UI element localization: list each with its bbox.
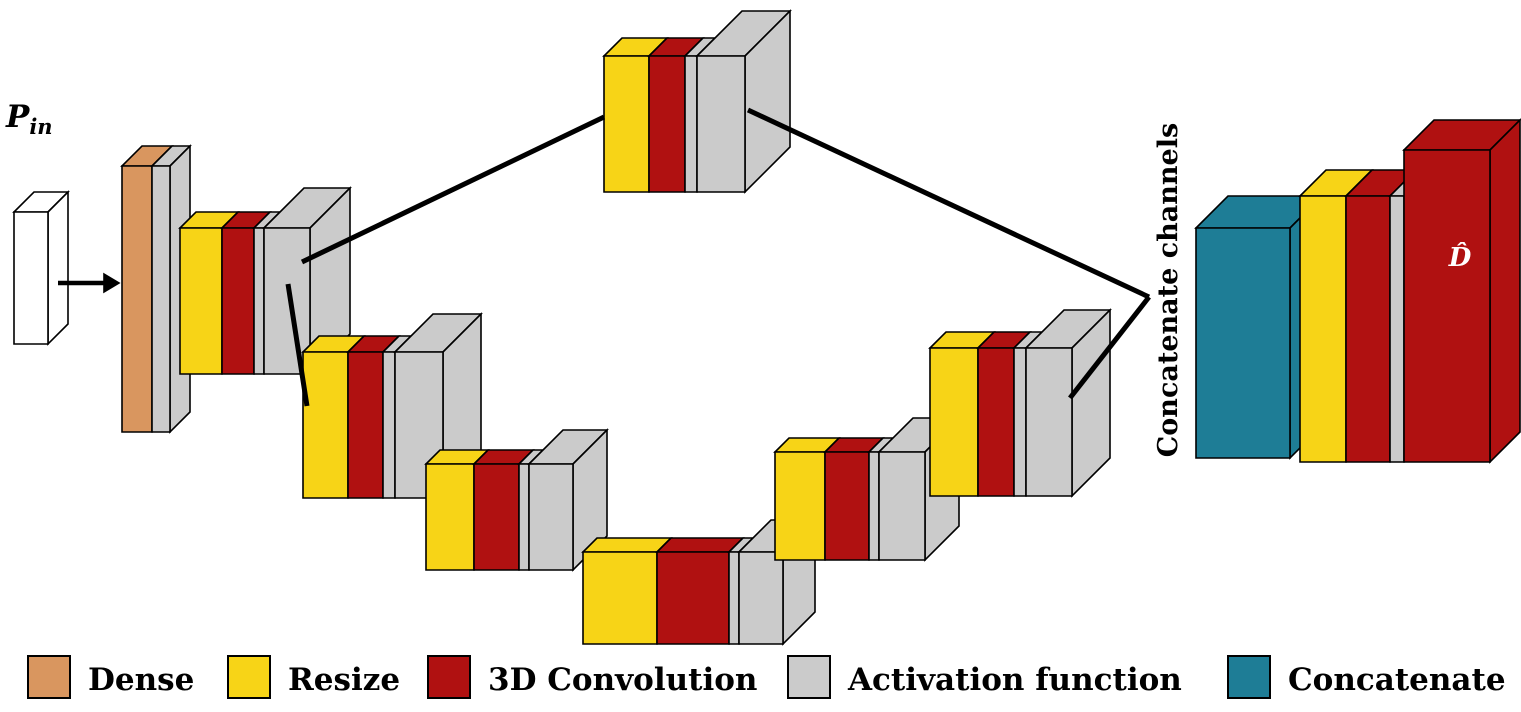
input-slab: [12, 190, 70, 346]
output-block-activation-front-face: [1389, 195, 1405, 463]
dec-block-2-activation-front-face: [1013, 347, 1027, 497]
bottleneck-block-resize-top-face: [581, 537, 673, 553]
output-block-conv3d-front-face: [1345, 195, 1391, 463]
legend-item-concatenate: Concatenate: [1227, 655, 1506, 699]
legend-swatch-dense: [27, 655, 71, 699]
dec-block-3-activation-front-face: [868, 451, 880, 561]
legend-swatch-conv3d: [427, 655, 471, 699]
connection-enc1-to-skip: [300, 114, 606, 265]
skip-block-top-activation-front-face: [684, 55, 698, 193]
concat-cube-concatenate-front-face: [1195, 227, 1291, 459]
bottleneck-block-conv3d-front-face: [656, 551, 730, 645]
concatenate-channels-label: Concatenate channels: [1153, 123, 1184, 457]
dec-block-2-conv3d-front-face: [977, 347, 1015, 497]
output-tensor-label: D̂: [1448, 242, 1472, 273]
enc-block-3-conv3d-front-face: [473, 463, 520, 571]
dec-block-2-activation-front-face: [1025, 347, 1073, 497]
dec-block-3-resize-front-face: [774, 451, 826, 561]
enc-block-1-activation-front-face: [253, 227, 265, 375]
bottleneck-block-activation-front-face: [738, 551, 784, 645]
legend-item-conv3d: 3D Convolution: [427, 655, 757, 699]
skip-block-top-activation-front-face: [696, 55, 746, 193]
bottleneck-block-activation-front-face: [728, 551, 740, 645]
enc-block-3-resize-front-face: [425, 463, 475, 571]
dense-stack-activation-front-face: [151, 165, 171, 433]
enc-block-3-activation-front-face: [528, 463, 574, 571]
legend-label-conv3d: 3D Convolution: [488, 662, 757, 698]
legend-swatch-activation: [787, 655, 831, 699]
skip-block-top-conv3d-front-face: [648, 55, 686, 193]
legend: Dense Resize 3D Convolution Activation func…: [27, 655, 1506, 699]
enc-block-1-resize-front-face: [179, 227, 223, 375]
input-arrow: [58, 272, 121, 294]
input-tensor-label-subscript: in: [29, 114, 52, 139]
legend-label-resize: Resize: [288, 662, 400, 698]
dec-block-2-resize-front-face: [929, 347, 979, 497]
legend-swatch-resize: [227, 655, 271, 699]
connection-skip-to-concat: [746, 107, 1151, 300]
enc-block-2-resize-front-face: [302, 351, 349, 499]
bottleneck-block-resize-front-face: [582, 551, 658, 645]
legend-label-concatenate: Concatenate: [1288, 662, 1506, 698]
legend-swatch-concatenate: [1227, 655, 1271, 699]
bottleneck-block: [581, 518, 817, 646]
enc-block-3-activation-front-face: [518, 463, 530, 571]
input-slab-input_slab-side-face: [47, 190, 69, 346]
output-block-resize-front-face: [1299, 195, 1347, 463]
output-block-conv3d-front-face: [1403, 149, 1491, 463]
output-block: [1298, 118, 1521, 464]
connection-dec2-to-concat: [1068, 295, 1151, 400]
connection-enc1-to-enc2: [285, 283, 310, 407]
dec-block-3-conv3d-front-face: [824, 451, 870, 561]
enc-block-3: [424, 428, 609, 572]
output-block-conv3d-side-face: [1489, 118, 1521, 464]
input-arrow-head-icon: [103, 272, 121, 294]
enc-block-1: [178, 186, 352, 376]
legend-item-dense: Dense: [27, 655, 194, 699]
input-slab-input_slab-front-face: [13, 211, 49, 345]
legend-item-activation: Activation function: [787, 655, 1182, 699]
dec-block-2: [928, 308, 1112, 498]
skip-block-top-resize-front-face: [603, 55, 650, 193]
enc-block-2-conv3d-front-face: [347, 351, 384, 499]
enc-block-1-conv3d-front-face: [221, 227, 255, 375]
legend-item-resize: Resize: [227, 655, 400, 699]
connections-layer: [285, 107, 1151, 407]
dense-stack-dense-front-face: [121, 165, 153, 433]
blocks-layer: [12, 9, 1521, 646]
dec-block-3-activation-front-face: [878, 451, 926, 561]
enc-block-2-activation-front-face: [382, 351, 396, 499]
legend-label-activation: Activation function: [847, 662, 1182, 698]
input-tensor-label-main: P: [5, 99, 31, 135]
input-tensor-label: Pin: [5, 99, 53, 139]
legend-label-dense: Dense: [88, 662, 194, 698]
skip-block-top: [602, 9, 792, 194]
